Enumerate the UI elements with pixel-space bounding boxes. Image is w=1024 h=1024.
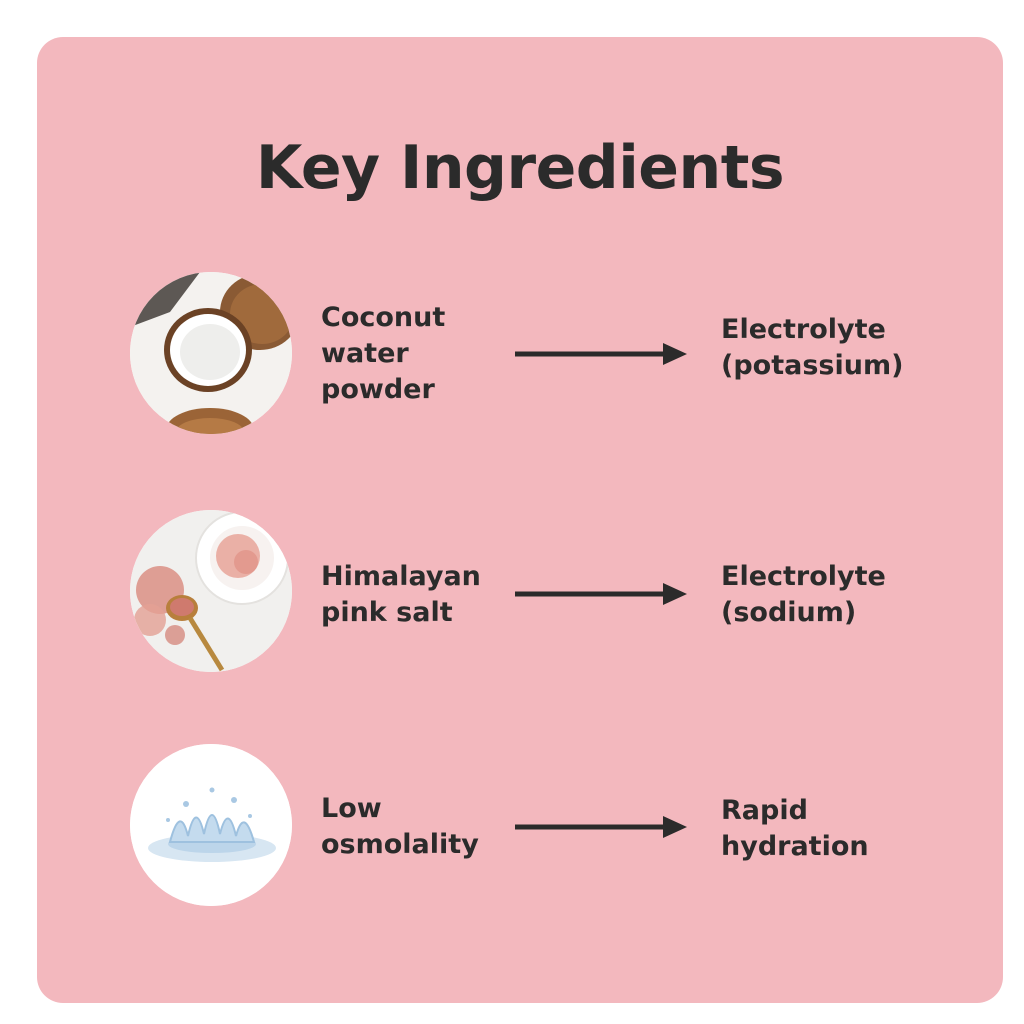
benefit-label: Electrolyte (sodium)	[721, 561, 886, 628]
arrow-right-icon	[515, 583, 687, 605]
benefit-label: Electrolyte (potassium)	[721, 314, 904, 381]
ingredient-label: Himalayan pink salt	[321, 561, 481, 628]
ingredient-label: Low osmolality	[321, 793, 479, 860]
key-ingredients-card: Key Ingredients Coconut water powder Ele…	[37, 37, 1003, 1003]
benefit-label: Rapid hydration	[721, 795, 869, 862]
pink-salt-image	[130, 510, 292, 672]
water-splash-image	[130, 744, 292, 906]
ingredient-row-pink-salt: Himalayan pink salt Electrolyte (sodium)	[37, 510, 1003, 674]
arrow-right-icon	[515, 343, 687, 365]
page-title: Key Ingredients	[255, 133, 785, 203]
ingredient-row-coconut: Coconut water powder Electrolyte (potass…	[37, 272, 1003, 436]
ingredient-row-osmolality: Low osmolality Rapid hydration	[37, 744, 1003, 908]
ingredient-label: Coconut water powder	[321, 302, 446, 405]
coconut-image	[130, 272, 292, 434]
arrow-right-icon	[515, 816, 687, 838]
